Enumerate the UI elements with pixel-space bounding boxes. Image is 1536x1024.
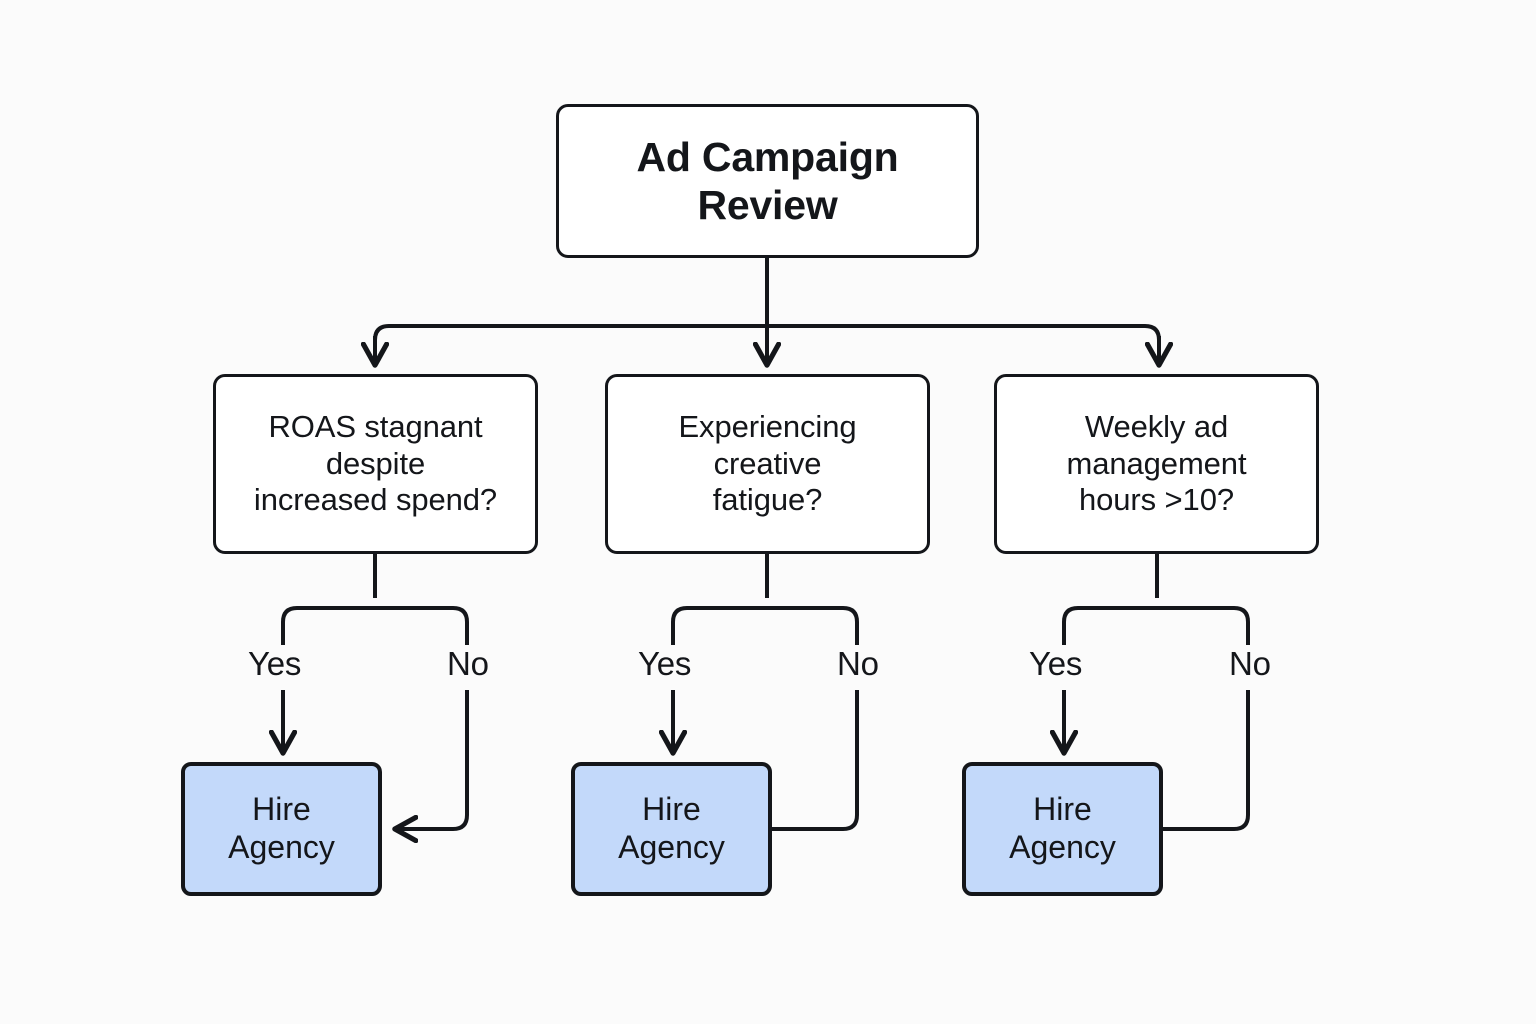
edge-d2-split	[671, 606, 859, 645]
edge-label-branch3-yes: Yes	[1029, 645, 1083, 682]
node-decision-creative-fatigue[interactable]: Experiencing creative fatigue?	[605, 374, 930, 554]
node-hire-agency-3[interactable]: Hire Agency	[962, 762, 1163, 896]
edge-label-branch1-yes: Yes	[248, 645, 302, 682]
edge-d1-split	[281, 606, 469, 645]
edge-label-branch2-no: No	[837, 645, 879, 682]
node-decision-management-hours[interactable]: Weekly ad management hours >10?	[994, 374, 1319, 554]
node-hire-agency-2[interactable]: Hire Agency	[571, 762, 772, 896]
edge-d1-no	[396, 690, 469, 829]
edge-label-branch2-yes: Yes	[638, 645, 692, 682]
node-ad-campaign-review[interactable]: Ad Campaign Review	[556, 104, 979, 258]
node-decision-roas[interactable]: ROAS stagnant despite increased spend?	[213, 374, 538, 554]
edge-d3-split	[1062, 606, 1250, 645]
edge-label-branch1-no: No	[447, 645, 489, 682]
edge-root-bus	[373, 324, 1161, 364]
edge-d3-no	[1162, 690, 1250, 831]
edge-label-branch3-no: No	[1229, 645, 1271, 682]
node-hire-agency-1[interactable]: Hire Agency	[181, 762, 382, 896]
edge-d2-no	[771, 690, 859, 831]
